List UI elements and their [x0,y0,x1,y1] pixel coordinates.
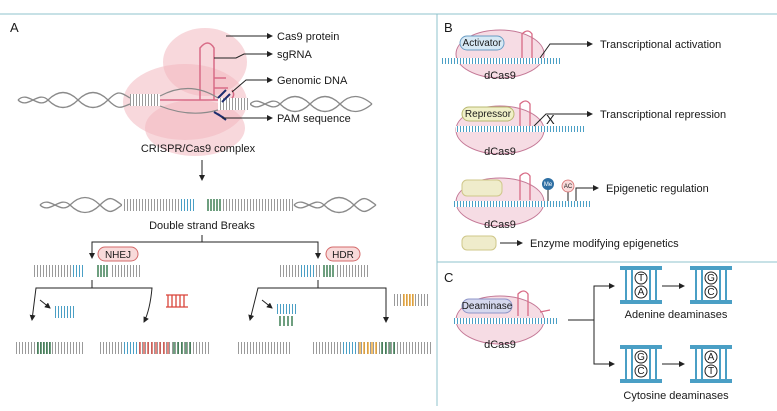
cytosine-deaminases-label: Cytosine deaminases [623,390,729,402]
repressor-label: Repressor [465,109,512,120]
adenine-after-basepair [690,266,732,304]
dcas9-label-c: dCas9 [484,339,516,351]
dsb-label: Double strand Breaks [149,220,255,232]
hdr-label: HDR [332,250,354,261]
panel-c-label: C [444,270,453,285]
dna-strand-bottom [159,105,219,114]
panel-b-label: B [444,20,453,35]
deaminase-label: Deaminase [462,301,513,312]
repressor-box [461,106,515,122]
adenine-before-top: T [638,273,644,284]
nhej-fragment [54,306,74,318]
pam-mark-bottom [213,111,227,121]
genomic-dna-label: Genomic DNA [277,75,348,87]
nhej-label: NHEJ [105,250,131,261]
cytosine-before-basepair [620,345,662,383]
hdr-arrows [248,280,389,323]
cas9-protein-complex [123,28,247,156]
cytosine-after-top: A [708,352,715,363]
pam-mark-top [217,89,231,103]
nhej-insert-red [166,294,188,308]
branch-lines [89,235,321,259]
cytosine-before-top: G [637,352,645,363]
activator-label: Activator [463,38,503,49]
activator-box [459,35,505,51]
hdr-broken-dna [280,265,368,277]
deaminase-box [461,298,513,314]
acetyl-mark [561,179,575,193]
adenine-deaminases-label: Adenine deaminases [625,309,728,321]
activation-label: Transcriptional activation [600,39,721,51]
pam-sequence-label: PAM sequence [277,113,351,125]
nhej-arrows [29,280,153,323]
cytosine-after-basepair [690,345,732,383]
hdr-badge [325,246,361,262]
enzyme-box [461,179,503,197]
nhej-broken-dna [32,265,142,277]
adenine-after-top: G [707,273,715,284]
dna-ladder-left [130,94,160,106]
epigenetic-label: Epigenetic regulation [606,183,709,195]
complex-label: CRISPR/Cas9 complex [141,143,256,155]
repression-label: Transcriptional repression [600,109,726,121]
nhej-badge [97,246,139,262]
sgrna-label: sgRNA [277,49,313,61]
panel-a-label: A [10,20,19,35]
adenine-before-bottom: A [638,287,645,298]
cytosine-before-bottom: C [637,366,644,377]
enzyme-legend-swatch [461,235,497,251]
hdr-result-left [236,342,292,354]
enzyme-legend-label: Enzyme modifying epigenetics [530,238,679,250]
cas9-protein-label: Cas9 protein [277,31,339,43]
hdr-donor-template [394,294,430,306]
adenine-after-bottom: C [707,287,714,298]
dcas9-label-3: dCas9 [484,219,516,231]
dcas9-label-2: dCas9 [484,146,516,158]
dna-strand-top [159,87,219,99]
genomic-dna-helix [17,91,373,113]
nhej-result-deletion [16,342,84,354]
adenine-before-basepair [620,266,662,304]
nhej-result-insertion [100,342,210,354]
double-strand-break-dna [39,196,377,214]
methyl-mark [542,178,554,190]
methyl-mark-label: Me [544,182,553,188]
acetyl-mark-label: AC [564,184,573,190]
cytosine-after-bottom: T [708,366,714,377]
dcas9-label-1: dCas9 [484,70,516,82]
repression-x-mark: X [546,112,555,127]
dna-ladder-right [218,98,250,110]
hdr-fragments [276,304,296,326]
deaminase-branch-arrows [568,283,685,367]
hdr-result-right [312,342,432,354]
